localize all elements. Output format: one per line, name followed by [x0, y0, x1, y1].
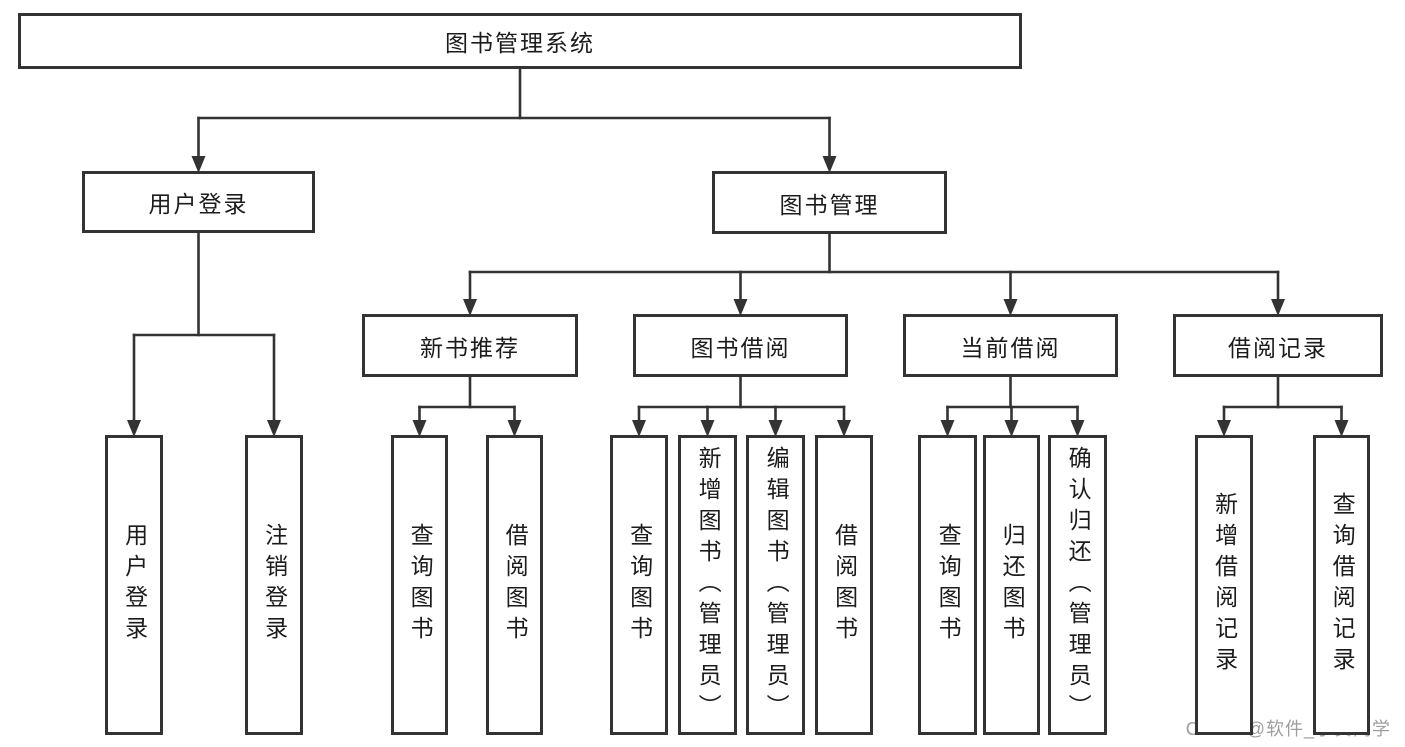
node-book-borrow: 图书借阅	[633, 314, 848, 377]
node-cb-query: 查询图书	[918, 435, 977, 735]
node-book-mgmt: 图书管理	[712, 171, 947, 234]
node-nbr-borrow: 借阅图书	[486, 435, 543, 735]
node-ul-login: 用户登录	[105, 435, 163, 735]
node-borrow-records: 借阅记录	[1173, 314, 1383, 377]
node-ul-logout: 注销登录	[245, 435, 303, 735]
node-cb-confirm: 确认归还（管理员）	[1048, 435, 1107, 735]
node-bb-edit: 编辑图书（管理员）	[746, 435, 805, 735]
node-new-book-rec: 新书推荐	[362, 314, 578, 377]
node-system: 图书管理系统	[18, 13, 1022, 69]
node-bb-query: 查询图书	[610, 435, 668, 735]
node-cb-return: 归还图书	[983, 435, 1040, 735]
node-bb-borrow: 借阅图书	[815, 435, 873, 735]
node-nbr-query: 查询图书	[391, 435, 448, 735]
node-br-add: 新增借阅记录	[1195, 435, 1253, 735]
node-current-borrow: 当前借阅	[903, 314, 1118, 377]
node-bb-add: 新增图书（管理员）	[678, 435, 737, 735]
node-user-login: 用户登录	[82, 171, 315, 233]
node-br-query: 查询借阅记录	[1313, 435, 1370, 735]
